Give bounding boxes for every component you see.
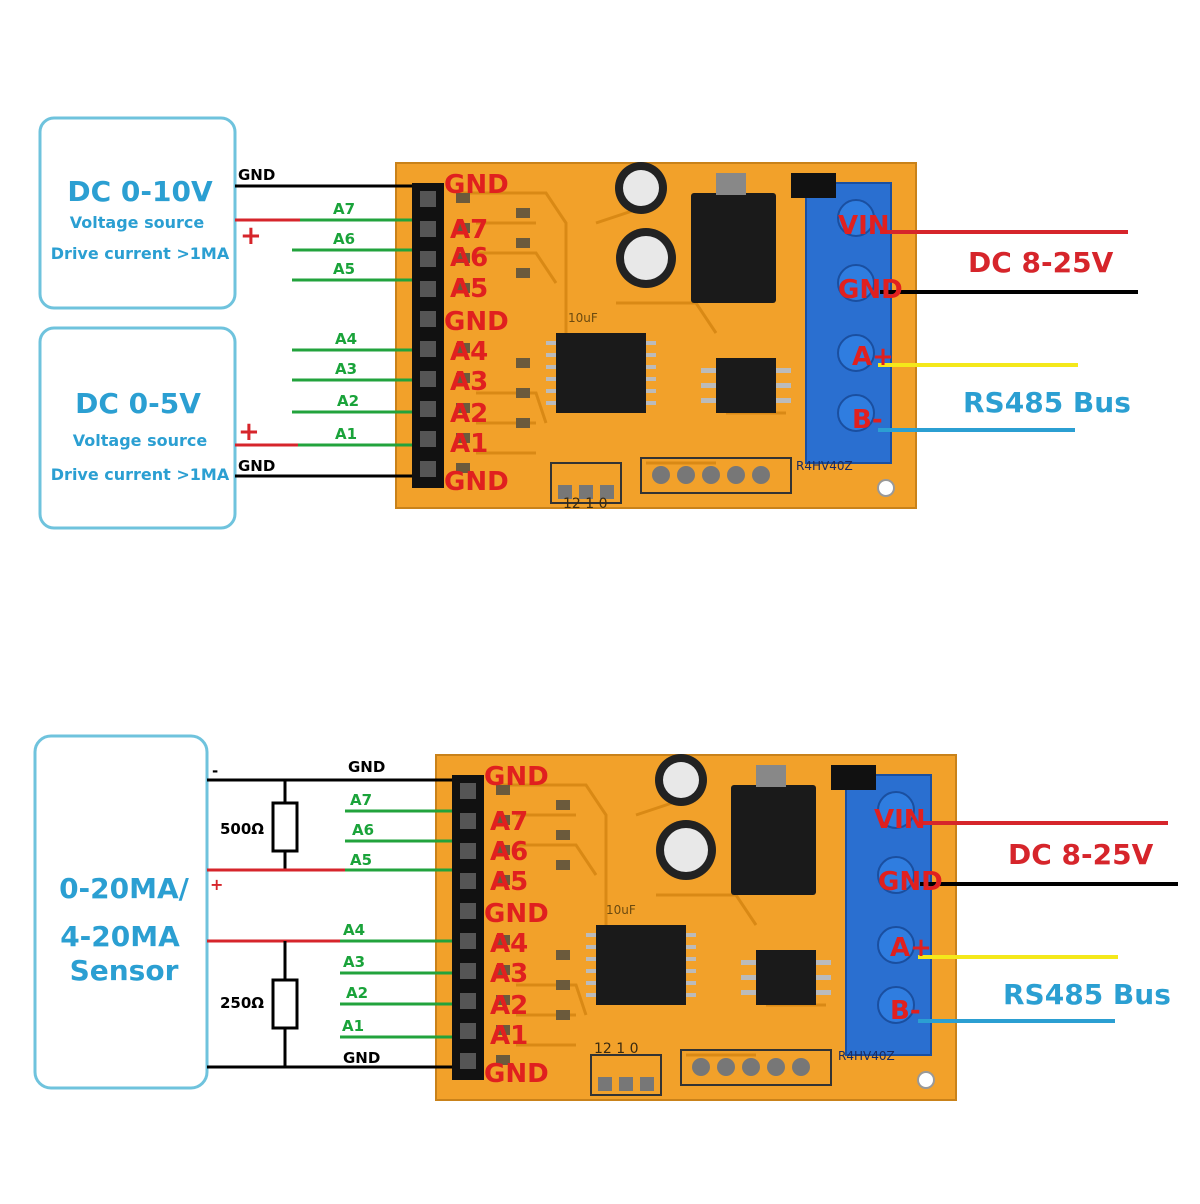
top-pin-a6: A6	[450, 243, 488, 273]
top-terminal-a: A+	[852, 342, 894, 372]
top-pin-a4: A4	[450, 337, 488, 367]
top-label-a5: A5	[333, 260, 355, 278]
bottom-label-minus: -	[212, 762, 218, 780]
top-pin-a1: A1	[450, 429, 488, 459]
bottom-pin-gnd-2: GND	[484, 899, 549, 929]
bottom-resistor-250	[271, 978, 299, 1030]
top-pin-gnd-3: GND	[444, 467, 509, 497]
top-pin-a5: A5	[450, 274, 488, 304]
bottom-label-a6: A6	[352, 821, 374, 839]
top-diagram: 12 1 0 10uF R4HV40Z DC 0-10V Voltage sou…	[38, 116, 1138, 530]
bottom-power-label: DC 8-25V	[1008, 838, 1154, 871]
bottom-terminal-a: A+	[890, 933, 932, 963]
bottom-pin-a4: A4	[490, 929, 528, 959]
bottom-sensor-line1: 0-20MA/	[59, 872, 190, 905]
bottom-pin-a7: A7	[490, 807, 528, 837]
top-pin-a2: A2	[450, 399, 488, 429]
bottom-label-gnd-top: GND	[348, 758, 385, 776]
top-label-gnd-bottom: GND	[238, 457, 275, 475]
bottom-pin-gnd-3: GND	[484, 1059, 549, 1089]
top-source1-box	[38, 116, 237, 310]
top-source1-title: DC 0-10V	[67, 175, 213, 208]
bottom-pin-a6: A6	[490, 837, 528, 867]
bottom-label-a1: A1	[342, 1017, 364, 1035]
bottom-label-a4: A4	[343, 921, 365, 939]
top-label-plus-bottom: +	[238, 417, 260, 447]
bottom-diagram: 12 1 0 10uF R4HV40Z 0-20MA/ 4-20MA Senso…	[33, 734, 1178, 1102]
bottom-label-a2: A2	[346, 984, 368, 1002]
top-label-a7: A7	[333, 200, 355, 218]
bottom-silk-chip: R4HV40Z	[838, 1049, 895, 1063]
bottom-pin-a1: A1	[490, 1021, 528, 1051]
top-silk-cap: 10uF	[568, 311, 598, 325]
top-terminal-gnd: GND	[838, 275, 903, 305]
bottom-label-a7: A7	[350, 791, 372, 809]
bottom-silk-cap: 10uF	[606, 903, 636, 917]
bottom-terminal-vin: VIN	[874, 805, 926, 835]
bottom-label-a5: A5	[350, 851, 372, 869]
top-label-gnd-top: GND	[238, 166, 275, 184]
bottom-pin-a3: A3	[490, 959, 528, 989]
top-source2-box	[38, 326, 237, 530]
top-silk-chip: R4HV40Z	[796, 459, 853, 473]
bottom-silk-jumper: 12 1 0	[594, 1041, 639, 1057]
bottom-sensor-line2: 4-20MA	[60, 920, 180, 953]
bottom-label-a3: A3	[343, 953, 365, 971]
top-label-plus-top: +	[240, 221, 262, 251]
top-power-label: DC 8-25V	[968, 246, 1114, 279]
bottom-sensor-box	[33, 734, 209, 1090]
bottom-bus-label: RS485 Bus	[1003, 978, 1171, 1011]
top-pin-gnd-1: GND	[444, 170, 509, 200]
bottom-resistor-500	[271, 801, 299, 853]
top-source1-line1: Voltage source	[70, 213, 205, 232]
top-terminal-b: B-	[852, 405, 883, 435]
bottom-terminal-gnd: GND	[878, 867, 943, 897]
bottom-label-plus: +	[210, 875, 223, 894]
top-source2-line1: Voltage source	[73, 431, 208, 450]
top-label-a2: A2	[337, 392, 359, 410]
top-silk-jumper: 12 1 0	[563, 496, 608, 512]
top-label-a6: A6	[333, 230, 355, 248]
top-pin-a7: A7	[450, 215, 488, 245]
bottom-label-gnd-bottom: GND	[343, 1049, 380, 1067]
bottom-label-250ohm: 250Ω	[220, 994, 264, 1012]
bottom-label-500ohm: 500Ω	[220, 820, 264, 838]
bottom-terminal-b: B-	[890, 996, 921, 1026]
top-pin-a3: A3	[450, 367, 488, 397]
top-bus-label: RS485 Bus	[963, 386, 1131, 419]
top-source1-line2: Drive current >1MA	[51, 244, 230, 263]
bottom-pin-a2: A2	[490, 991, 528, 1021]
top-source2-title: DC 0-5V	[75, 387, 201, 420]
top-label-a3: A3	[335, 360, 357, 378]
top-terminal-vin: VIN	[838, 211, 890, 241]
top-pin-gnd-2: GND	[444, 307, 509, 337]
top-source2-line2: Drive current >1MA	[51, 465, 230, 484]
bottom-sensor-line3: Sensor	[70, 954, 179, 987]
top-label-a4: A4	[335, 330, 357, 348]
bottom-pin-a5: A5	[490, 867, 528, 897]
top-label-a1: A1	[335, 425, 357, 443]
bottom-pin-gnd-1: GND	[484, 762, 549, 792]
